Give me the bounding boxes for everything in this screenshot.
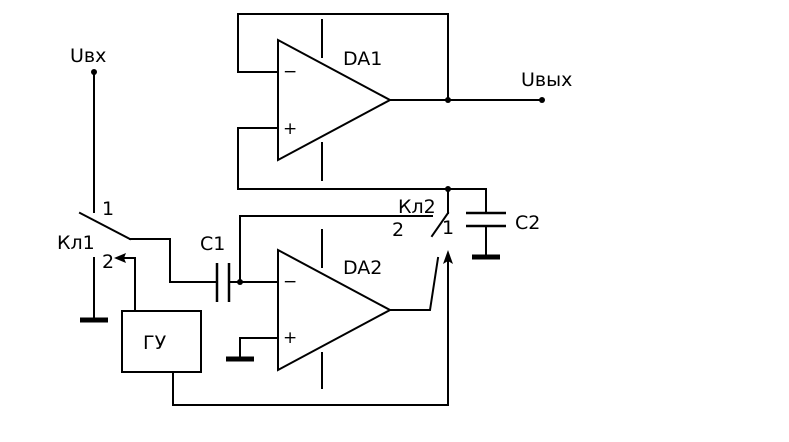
da2-input-junction [237,279,243,285]
kl1-label: Кл1 [57,232,95,254]
c2-capacitor: C2 [466,211,540,260]
kl2-pos2-label: 2 [392,219,404,241]
kl1-pos1-label: 1 [102,198,114,220]
da2-noninverting-sign: + [283,328,297,348]
uvyx-label: Uвых [521,69,572,91]
kl1-switch: Кл1 1 2 [57,198,132,273]
gu-kl1-arrow-icon [114,253,126,263]
da2-ground-wire [239,337,279,359]
da1-noninverting-sign: + [283,119,297,139]
da1-feedback-wire [237,13,449,101]
da2-inverting-sign: − [283,272,297,292]
da2-output-wire [389,256,440,311]
gu-kl2-control-wire [172,261,449,406]
da2-feedback-wire [239,215,433,283]
da2-label: DA2 [343,257,382,279]
kl1-pos2-label: 2 [102,251,114,273]
da1-triangle [277,38,393,162]
uvx-label: Uвх [70,45,106,67]
da1-input-wire [237,127,487,214]
c1-capacitor: C1 [200,233,231,302]
gu-control-unit: ГУ [121,310,202,373]
kl2-pos1-label: 1 [442,217,454,239]
gu-kl2-arrow-icon [443,250,453,264]
c2-label: C2 [515,212,540,234]
kl2-switch: Кл2 2 1 [392,188,454,241]
c1-label: C1 [200,233,225,255]
da2-triangle [277,248,393,372]
da1-inverting-sign: − [283,62,297,82]
output-junction [445,97,451,103]
da2-opamp: − + DA2 [277,229,393,389]
gu-label: ГУ [143,332,167,354]
da1-opamp: − + DA1 [277,19,393,181]
c1-input-wire [129,238,218,283]
gu-box [121,310,202,373]
uvyx-terminal [539,97,545,103]
kl1-blade [78,211,132,241]
da1-label: DA1 [343,48,382,70]
kl2-label: Кл2 [398,196,436,218]
gu-kl1-control-wire [123,257,136,312]
kl2-blade [430,211,450,238]
